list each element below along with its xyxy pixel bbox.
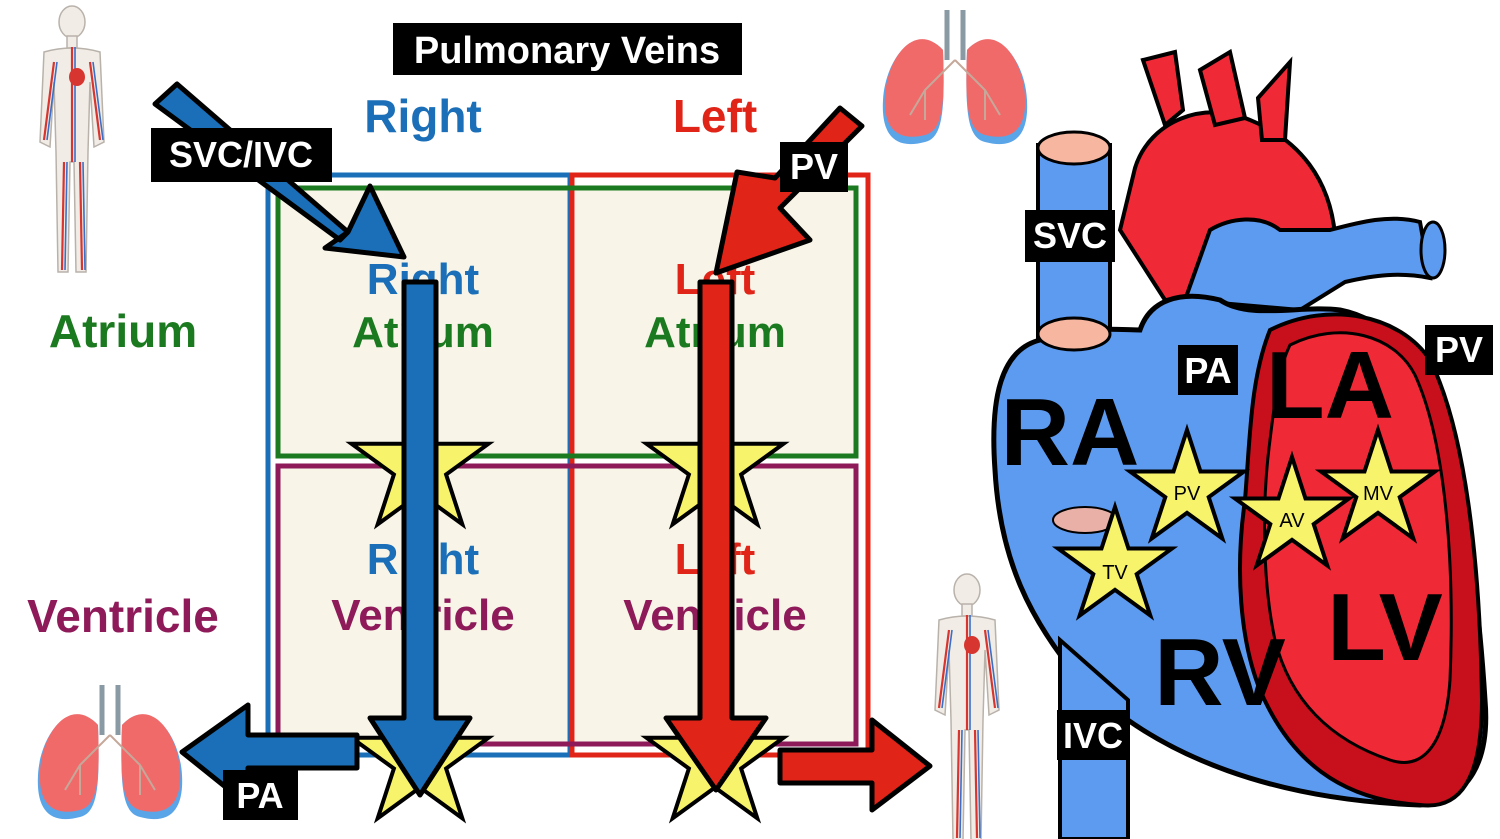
heart-ra-label: RA [1001,379,1140,486]
chamber-grid [265,172,871,758]
right-heart-down-arrow [367,279,473,798]
heart-lv-label: LV [1327,574,1443,681]
heart-av-valve-label: AV [1279,510,1305,532]
atrium-row-outline [275,185,859,459]
atrium-row-header: Atrium [49,305,197,357]
lungs-icon [38,685,182,819]
heart-ivc-label: IVC [1063,715,1123,756]
human-body-icon [933,572,1001,839]
title-box [393,23,742,75]
left-column-header: Left [673,90,757,142]
human-body-icon [38,4,106,274]
ventricle-row-outline [275,463,859,747]
heart-illustration [991,48,1489,839]
left-heart-down-arrow [663,279,769,793]
heart-pa-label: PA [1184,350,1231,391]
pv-inflow-label: PV [790,146,838,187]
svc-ivc-label: SVC/IVC [169,134,313,175]
systemic-outflow-arrow [777,717,933,813]
pa-outflow-label: PA [236,775,283,816]
heart-rv-label: RV [1154,619,1286,726]
heart-pv-valve-label: PV [1174,483,1201,505]
heart-mv-valve-label: MV [1363,483,1394,505]
right-column-header: Right [364,90,482,142]
heart-tv-valve-label: TV [1102,562,1128,584]
lungs-icon [883,10,1027,144]
heart-la-label: LA [1266,332,1394,439]
diagram-title: Pulmonary Veins [414,30,720,72]
heart-pv-label: PV [1435,329,1483,370]
heart-svc-label: SVC [1033,215,1107,256]
ventricle-row-header: Ventricle [27,590,219,642]
